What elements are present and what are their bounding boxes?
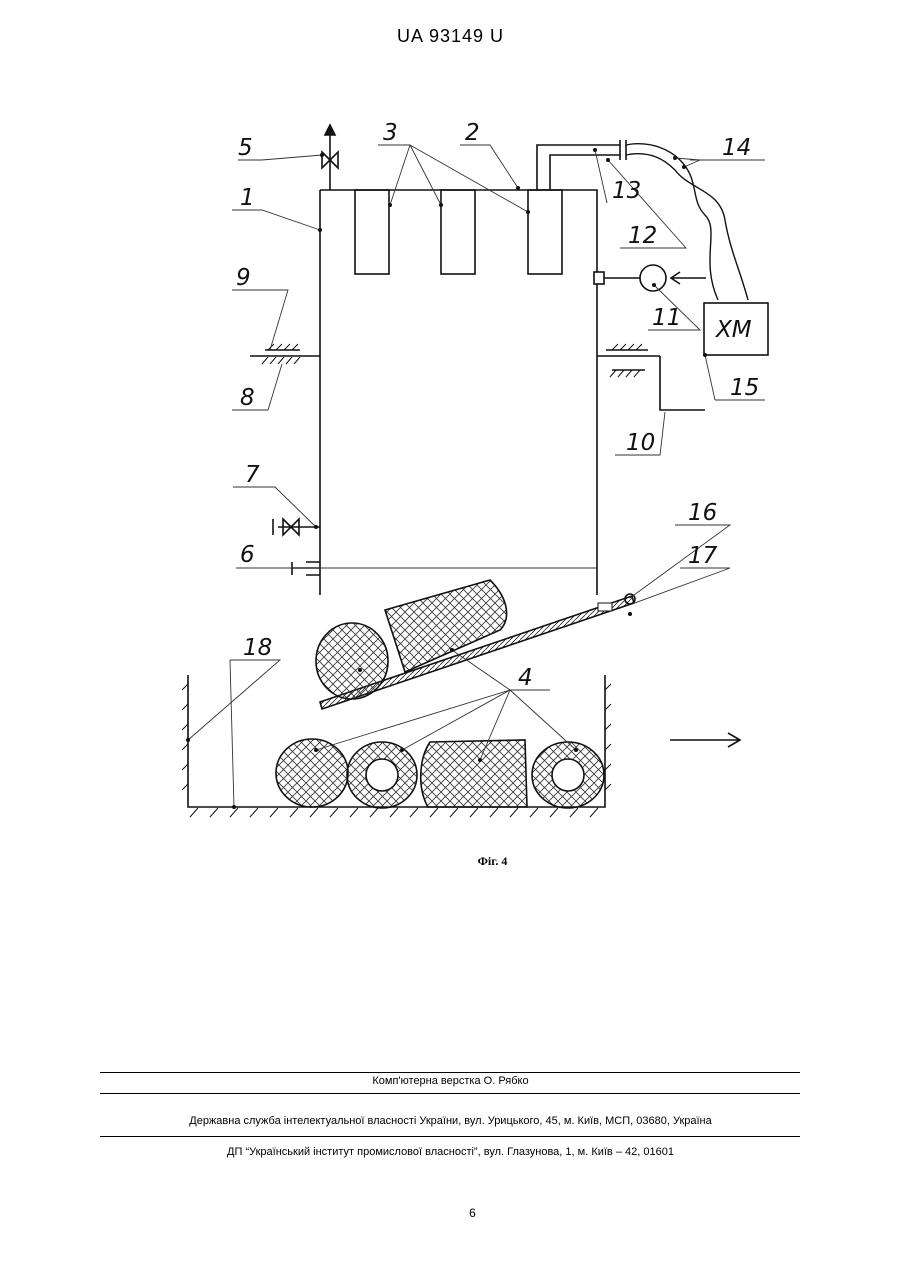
footer-rule xyxy=(100,1136,800,1137)
label-10: 10 xyxy=(626,430,655,456)
footer-rule xyxy=(100,1093,800,1094)
label-4: 4 xyxy=(518,665,533,691)
chamber-cell xyxy=(355,190,389,274)
label-12: 12 xyxy=(628,223,657,249)
tire-on-chute xyxy=(316,623,388,699)
label-8: 8 xyxy=(240,385,255,411)
label-11: 11 xyxy=(652,305,681,331)
figure-caption: Фіг. 4 xyxy=(0,854,901,869)
label-14: 14 xyxy=(722,135,751,161)
page-number: 6 xyxy=(0,1206,901,1220)
label-17: 17 xyxy=(688,543,718,569)
chamber-cell xyxy=(441,190,475,274)
label-15: 15 xyxy=(730,375,759,401)
label-9: 9 xyxy=(236,265,251,291)
label-2: 2 xyxy=(465,120,480,146)
label-13: 13 xyxy=(612,178,641,204)
label-5: 5 xyxy=(238,135,253,161)
pit-bale xyxy=(421,740,527,807)
chamber-body xyxy=(320,190,597,595)
label-3: 3 xyxy=(383,120,398,146)
chamber-cell xyxy=(528,190,562,274)
sensor-11 xyxy=(640,265,666,291)
institute-address: ДП “Український інститут промислової вла… xyxy=(0,1146,901,1158)
bale-on-chute xyxy=(385,580,507,672)
label-7: 7 xyxy=(245,462,260,488)
layout-credit: Комп'ютерна верстка О. Рябко xyxy=(0,1075,901,1087)
label-6: 6 xyxy=(240,542,255,568)
label-1: 1 xyxy=(240,185,255,211)
label-18: 18 xyxy=(243,635,272,661)
agency-address: Державна служба інтелектуальної власност… xyxy=(0,1115,901,1127)
pit-object xyxy=(276,739,348,807)
label-16: 16 xyxy=(688,500,717,526)
device-label-xm: ХМ xyxy=(715,317,752,343)
footer-rule xyxy=(100,1072,800,1073)
